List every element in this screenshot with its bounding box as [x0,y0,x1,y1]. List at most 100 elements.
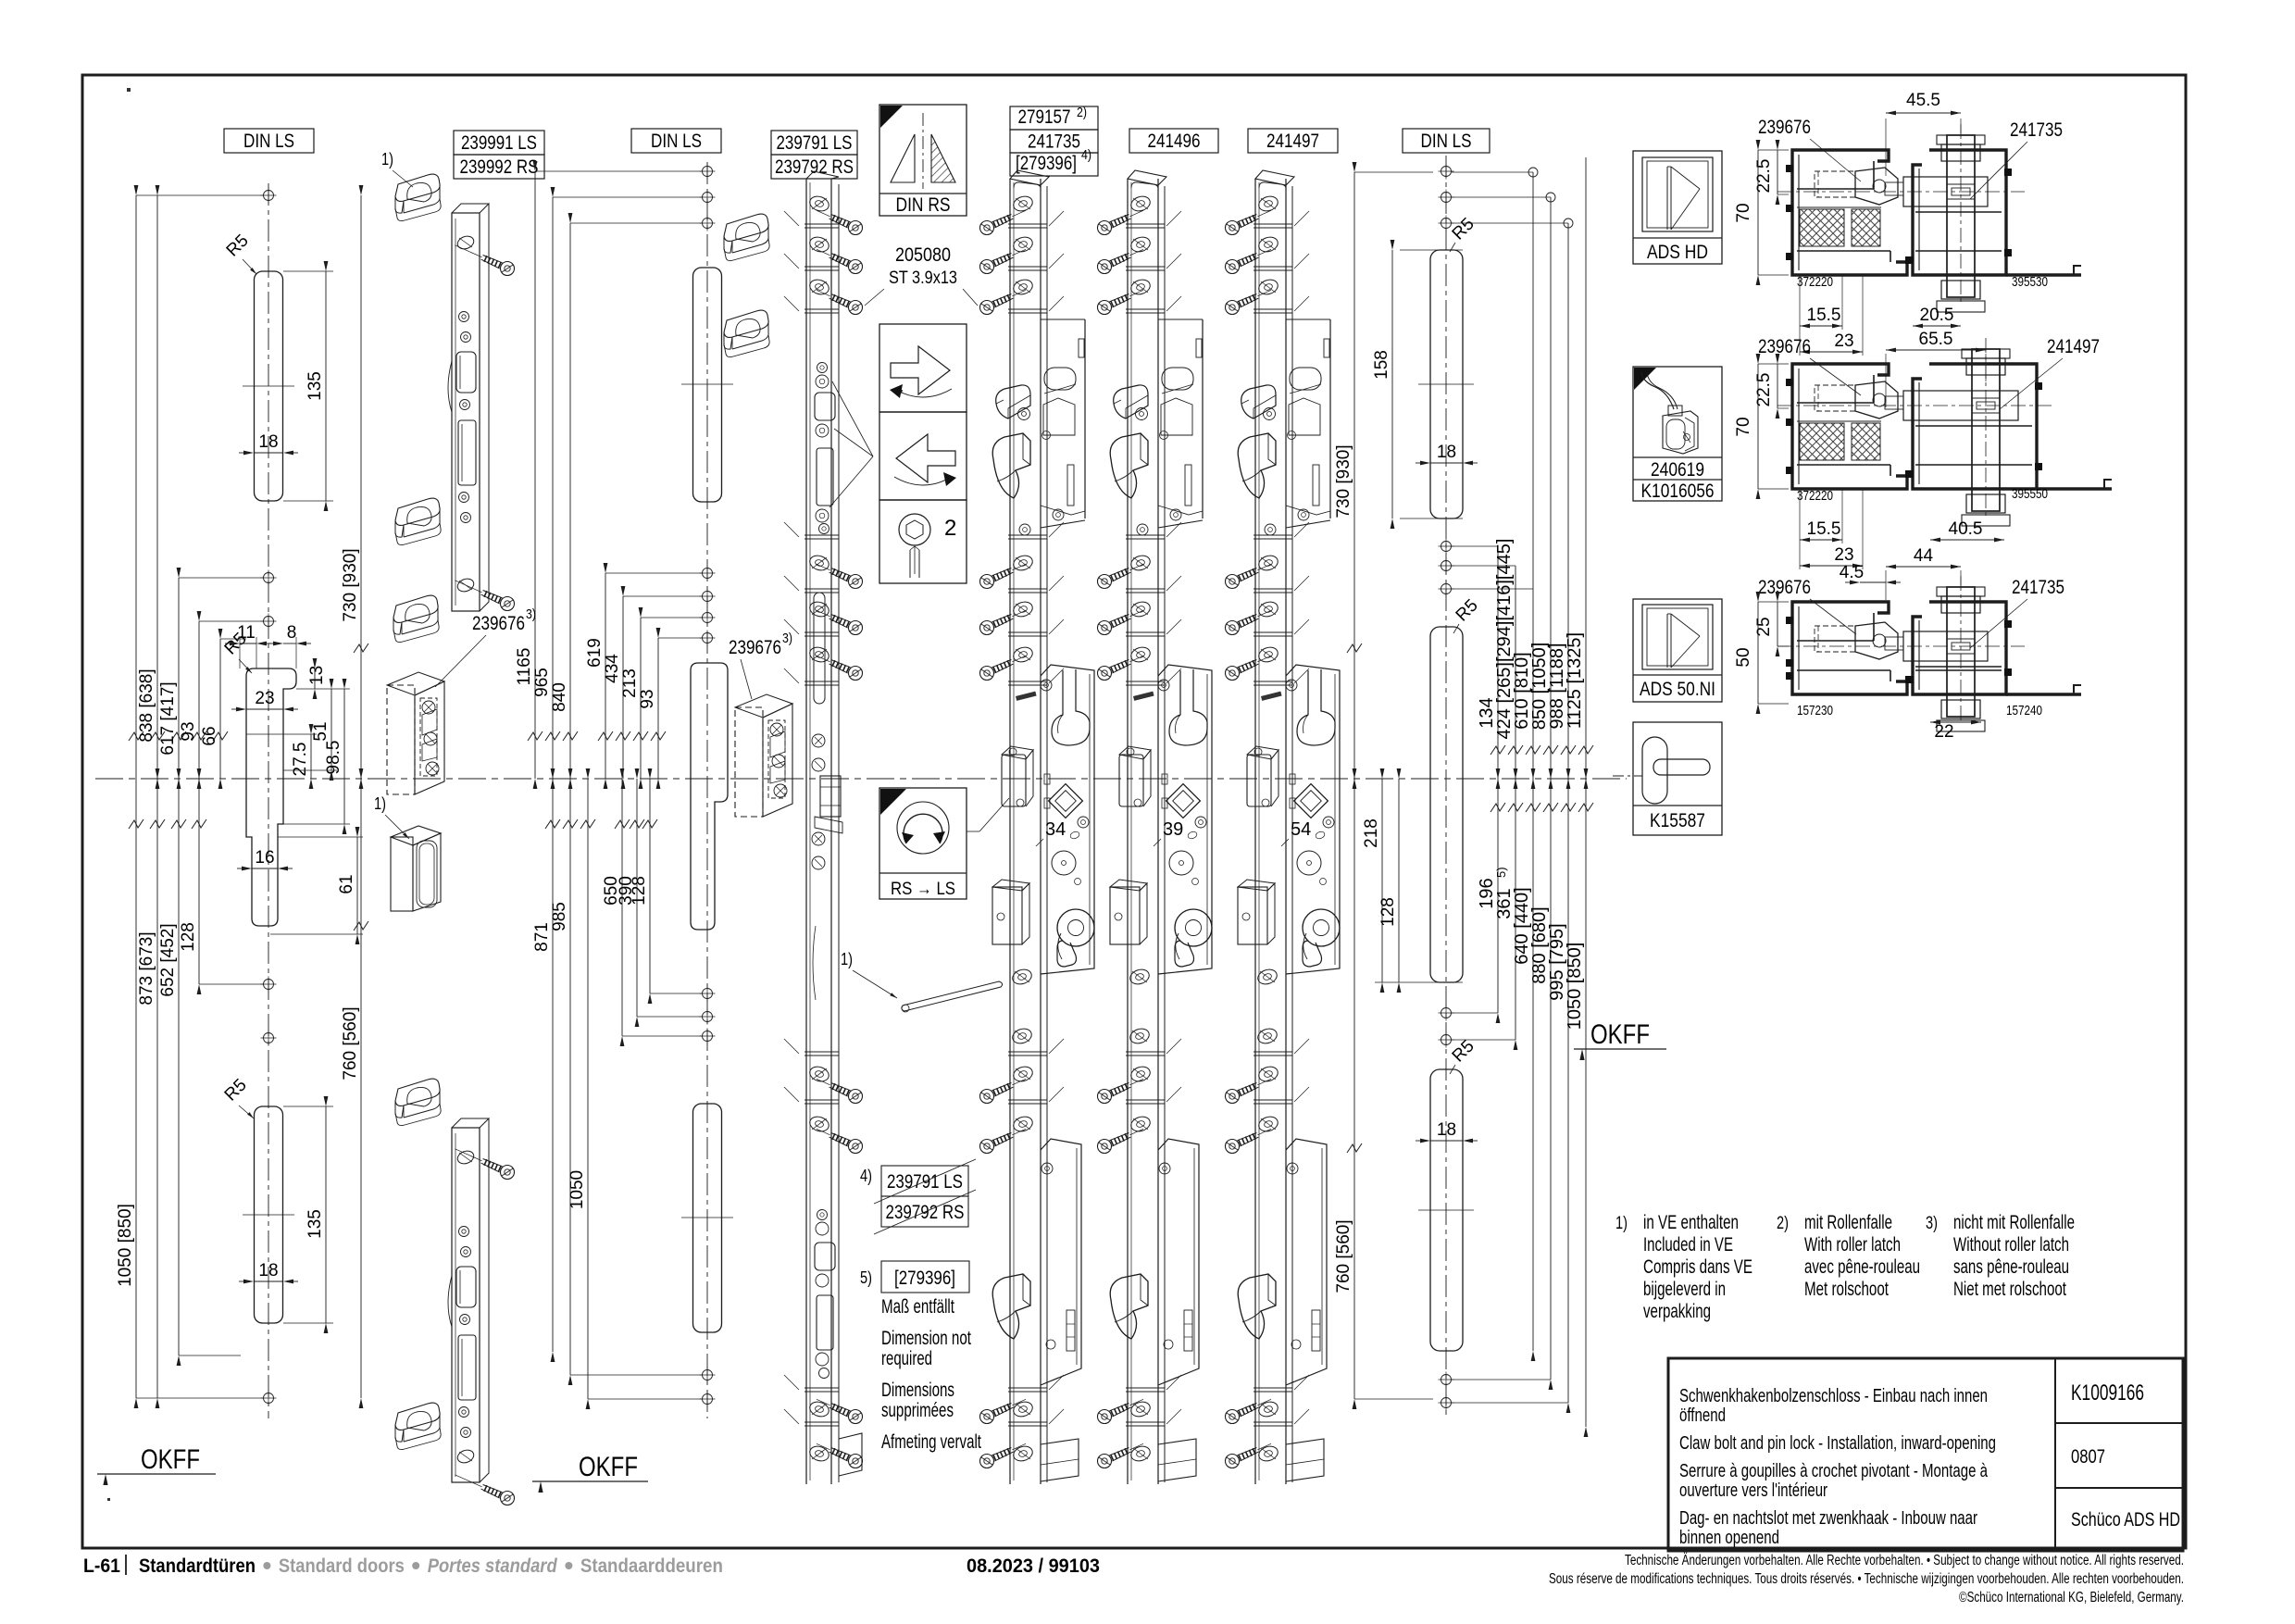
svg-text:239676: 239676 [1758,117,1811,138]
svg-text:4): 4) [860,1167,872,1185]
svg-text:Technische Änderungen vorbehal: Technische Änderungen vorbehalten. Alle … [1625,1553,2184,1568]
svg-text:23: 23 [1834,545,1853,565]
svg-text:0807: 0807 [2071,1446,2105,1468]
svg-text:sans pêne-rouleau: sans pêne-rouleau [1953,1256,2069,1278]
svg-text:bijgeleverd in: bijgeleverd in [1643,1279,1726,1300]
svg-text:988 [1188]: 988 [1188] [1547,643,1567,729]
svg-text:240619: 240619 [1651,458,1704,481]
svg-text:Schwenkhakenbolzenschloss - Ei: Schwenkhakenbolzenschloss - Einbau nach … [1679,1386,1988,1406]
svg-text:239676: 239676 [729,637,781,658]
svg-text:[279396]: [279396] [894,1268,955,1289]
svg-text:650: 650 [602,876,621,906]
svg-text:OKFF: OKFF [1590,1019,1650,1050]
svg-text:16: 16 [255,848,274,868]
svg-text:Included in VE: Included in VE [1643,1234,1733,1255]
svg-text:1125 [1325]: 1125 [1325] [1565,632,1585,729]
svg-text:730 [930]: 730 [930] [341,548,360,621]
svg-text:1): 1) [374,794,386,813]
svg-text:4): 4) [1081,147,1091,163]
svg-text:873 [673]: 873 [673] [137,931,156,1005]
svg-text:361: 361 [1494,888,1515,918]
svg-text:241496: 241496 [1148,131,1201,152]
svg-text:[279396]: [279396] [1016,153,1077,174]
svg-text:640 [440]: 640 [440] [1512,887,1532,964]
svg-text:K15587: K15587 [1650,809,1705,831]
svg-text:ADS HD: ADS HD [1647,241,1708,263]
svg-text:nicht mit Rollenfalle: nicht mit Rollenfalle [1953,1212,2075,1233]
svg-text:1050 [850]: 1050 [850] [1565,943,1585,1031]
svg-text:Serrure à goupilles à crochet: Serrure à goupilles à crochet pivotant -… [1679,1461,1989,1481]
svg-text:Portes standard: Portes standard [428,1555,558,1577]
svg-text:871: 871 [532,922,552,952]
svg-text:128: 128 [630,876,649,906]
svg-text:K1009166: K1009166 [2071,1380,2144,1405]
svg-text:218: 218 [1362,818,1381,848]
svg-text:Maß entfällt: Maß entfällt [881,1296,954,1318]
svg-text:25: 25 [1754,617,1774,636]
svg-text:15.5: 15.5 [1807,519,1841,539]
svg-text:965: 965 [532,668,552,697]
svg-text:Dimension not: Dimension not [881,1328,971,1349]
svg-text:3): 3) [526,606,536,622]
svg-text:in VE enthalten: in VE enthalten [1643,1212,1739,1233]
svg-text:öffnend: öffnend [1679,1405,1726,1426]
svg-text:OKFF: OKFF [141,1444,200,1475]
svg-text:mit Rollenfalle: mit Rollenfalle [1804,1212,1892,1233]
svg-text:Met rolschoot: Met rolschoot [1804,1279,1889,1300]
svg-text:45.5: 45.5 [1906,91,1940,110]
svg-text:OKFF: OKFF [579,1452,638,1482]
svg-text:40.5: 40.5 [1949,519,1983,539]
svg-text:22.5: 22.5 [1754,373,1774,407]
svg-text:1165: 1165 [515,648,534,686]
svg-text:required: required [881,1348,932,1369]
svg-text:619: 619 [585,638,605,668]
svg-text:8: 8 [287,623,297,643]
svg-text:1): 1) [841,950,853,968]
svg-text:Compris dans VE: Compris dans VE [1643,1256,1752,1278]
svg-text:239791 LS: 239791 LS [777,132,853,154]
svg-text:51: 51 [311,721,331,741]
svg-text:66: 66 [200,726,219,745]
svg-text:18: 18 [1437,1120,1456,1140]
svg-text:135: 135 [306,1209,325,1239]
svg-text:34: 34 [1045,819,1066,840]
svg-text:39: 39 [1163,819,1183,840]
svg-text:850 [1050]: 850 [1050] [1529,643,1550,731]
svg-text:ST 3.9x13: ST 3.9x13 [889,269,957,288]
svg-text:With roller latch: With roller latch [1804,1234,1901,1255]
svg-text:93: 93 [638,689,657,708]
svg-text:239992 RS: 239992 RS [460,156,539,178]
svg-text:Niet met rolschoot: Niet met rolschoot [1953,1279,2066,1300]
svg-text:128: 128 [179,922,198,952]
svg-text:395530: 395530 [2012,274,2048,290]
svg-text:610 [810]: 610 [810] [1512,652,1532,729]
svg-text:1050: 1050 [568,1170,587,1209]
svg-text:22.5: 22.5 [1754,159,1774,194]
svg-text:22: 22 [1934,722,1953,742]
svg-text:93: 93 [179,721,198,741]
svg-text:3): 3) [1926,1214,1938,1233]
svg-text:239676: 239676 [472,613,525,634]
svg-text:1): 1) [381,150,393,169]
svg-text:2): 2) [1777,1214,1789,1233]
svg-text:ouverture vers l'intérieur: ouverture vers l'intérieur [1679,1480,1827,1501]
svg-text:DIN LS: DIN LS [243,131,294,152]
svg-text:730 [930]: 730 [930] [1334,444,1353,518]
svg-text:434: 434 [603,654,622,683]
svg-text:239792 RS: 239792 RS [775,156,854,178]
svg-text:11: 11 [237,623,256,643]
svg-text:20.5: 20.5 [1920,306,1954,325]
svg-text:Schüco ADS HD: Schüco ADS HD [2071,1509,2180,1530]
svg-text:Sous réserve de modifications: Sous réserve de modifications techniques… [1549,1571,2184,1587]
svg-text:5): 5) [1494,867,1508,878]
svg-text:158: 158 [1372,350,1391,380]
svg-text:241735: 241735 [1028,131,1080,153]
svg-text:652 [452]: 652 [452] [158,923,178,996]
svg-text:Dimensions: Dimensions [881,1380,954,1401]
svg-text:134: 134 [1477,697,1497,728]
svg-text:995 [795]: 995 [795] [1547,923,1567,1000]
svg-text:838 [638]: 838 [638] [137,668,156,742]
svg-text:70: 70 [1734,203,1753,222]
svg-text:18: 18 [258,1261,278,1280]
svg-text:279157: 279157 [1018,106,1071,128]
